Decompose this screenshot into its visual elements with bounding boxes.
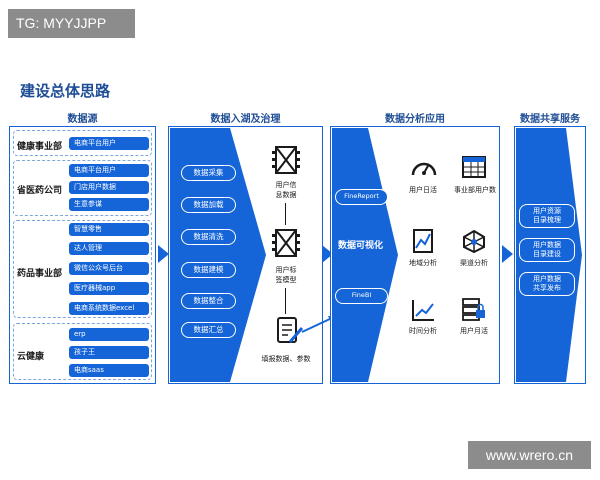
source-item: erp	[69, 328, 149, 341]
tool-finebi: FineBI	[335, 288, 388, 304]
source-item: 智慧零售	[69, 223, 149, 236]
ingest-step: 数据加载	[181, 197, 236, 213]
analysis-icon-label: 用户月活	[460, 327, 488, 335]
column-title-analysis: 数据分析应用	[385, 114, 445, 125]
connector-line	[285, 203, 286, 225]
ingest-step: 数据采集	[181, 165, 236, 181]
map-chart-icon	[413, 229, 433, 253]
source-group-label: 省医药公司	[17, 186, 63, 196]
analysis-center-label: 数据可视化	[338, 241, 384, 251]
server-lock-icon	[462, 298, 485, 321]
analysis-icon-label: 渠道分析	[460, 259, 488, 267]
source-group-label: 药品事业部	[17, 269, 63, 279]
ingest-icon-label: 填报数据、参数	[261, 355, 311, 363]
source-item: 电商saas	[69, 364, 149, 377]
analysis-chevron-band	[332, 128, 398, 382]
source-item: 电商系统数据excel	[69, 302, 149, 315]
ingest-chevron-band	[170, 128, 266, 382]
share-item: 用户数据 目录建设	[519, 238, 575, 262]
user-info-icon	[272, 146, 300, 174]
ingest-step: 数据汇总	[181, 322, 236, 338]
ingest-step: 数据清洗	[181, 229, 236, 245]
share-item: 用户数据 共享发布	[519, 272, 575, 296]
share-item: 用户资源 目录梳理	[519, 204, 575, 228]
network-icon	[463, 229, 485, 254]
table-icon	[462, 156, 486, 178]
source-item: 电商平台用户	[69, 164, 149, 177]
column-title-source: 数据源	[67, 114, 98, 125]
flow-arrow	[322, 245, 333, 263]
user-tag-icon	[272, 229, 300, 257]
source-group	[13, 160, 152, 216]
ingest-step: 数据建模	[181, 262, 236, 278]
source-item: 电商平台用户	[69, 137, 149, 150]
line-chart-icon	[412, 300, 434, 321]
tool-finereport: FineReport	[335, 189, 388, 205]
form-icon	[277, 317, 304, 343]
source-item: 微信公众号后台	[69, 262, 149, 275]
analysis-icon-label: 事业部用户数	[454, 186, 496, 194]
source-item: 达人管理	[69, 242, 149, 255]
source-item: 门店用户数据	[69, 181, 149, 194]
flow-arrow	[502, 245, 513, 263]
source-item: 医疗器械app	[69, 282, 149, 295]
column-title-ingest: 数据入湖及治理	[210, 114, 281, 125]
source-group	[13, 130, 152, 156]
analysis-icon-label: 用户日活	[409, 186, 437, 194]
source-group-label: 健康事业部	[17, 142, 63, 152]
analysis-icon-label: 地域分析	[409, 259, 437, 267]
gauge-icon	[411, 162, 437, 176]
page-title: 建设总体思路	[20, 82, 111, 100]
site-watermark: www.wrero.cn	[468, 441, 591, 469]
source-item: 生意参谋	[69, 198, 149, 211]
analysis-icon-label: 时间分析	[409, 327, 437, 335]
source-group-label: 云健康	[17, 352, 45, 362]
source-group	[13, 220, 152, 318]
flow-arrow	[158, 245, 169, 263]
ingest-icon-label: 用户标 签模型	[275, 266, 297, 284]
column-title-share: 数据共享服务	[520, 114, 580, 125]
ingest-step: 数据整合	[181, 293, 236, 309]
source-item: 孩子王	[69, 346, 149, 359]
source-group	[13, 323, 152, 380]
watermark-tag: TG: MYYJJPP	[8, 9, 135, 38]
ingest-icon-label: 用户信 息数据	[275, 181, 297, 199]
connector-line	[285, 288, 286, 314]
